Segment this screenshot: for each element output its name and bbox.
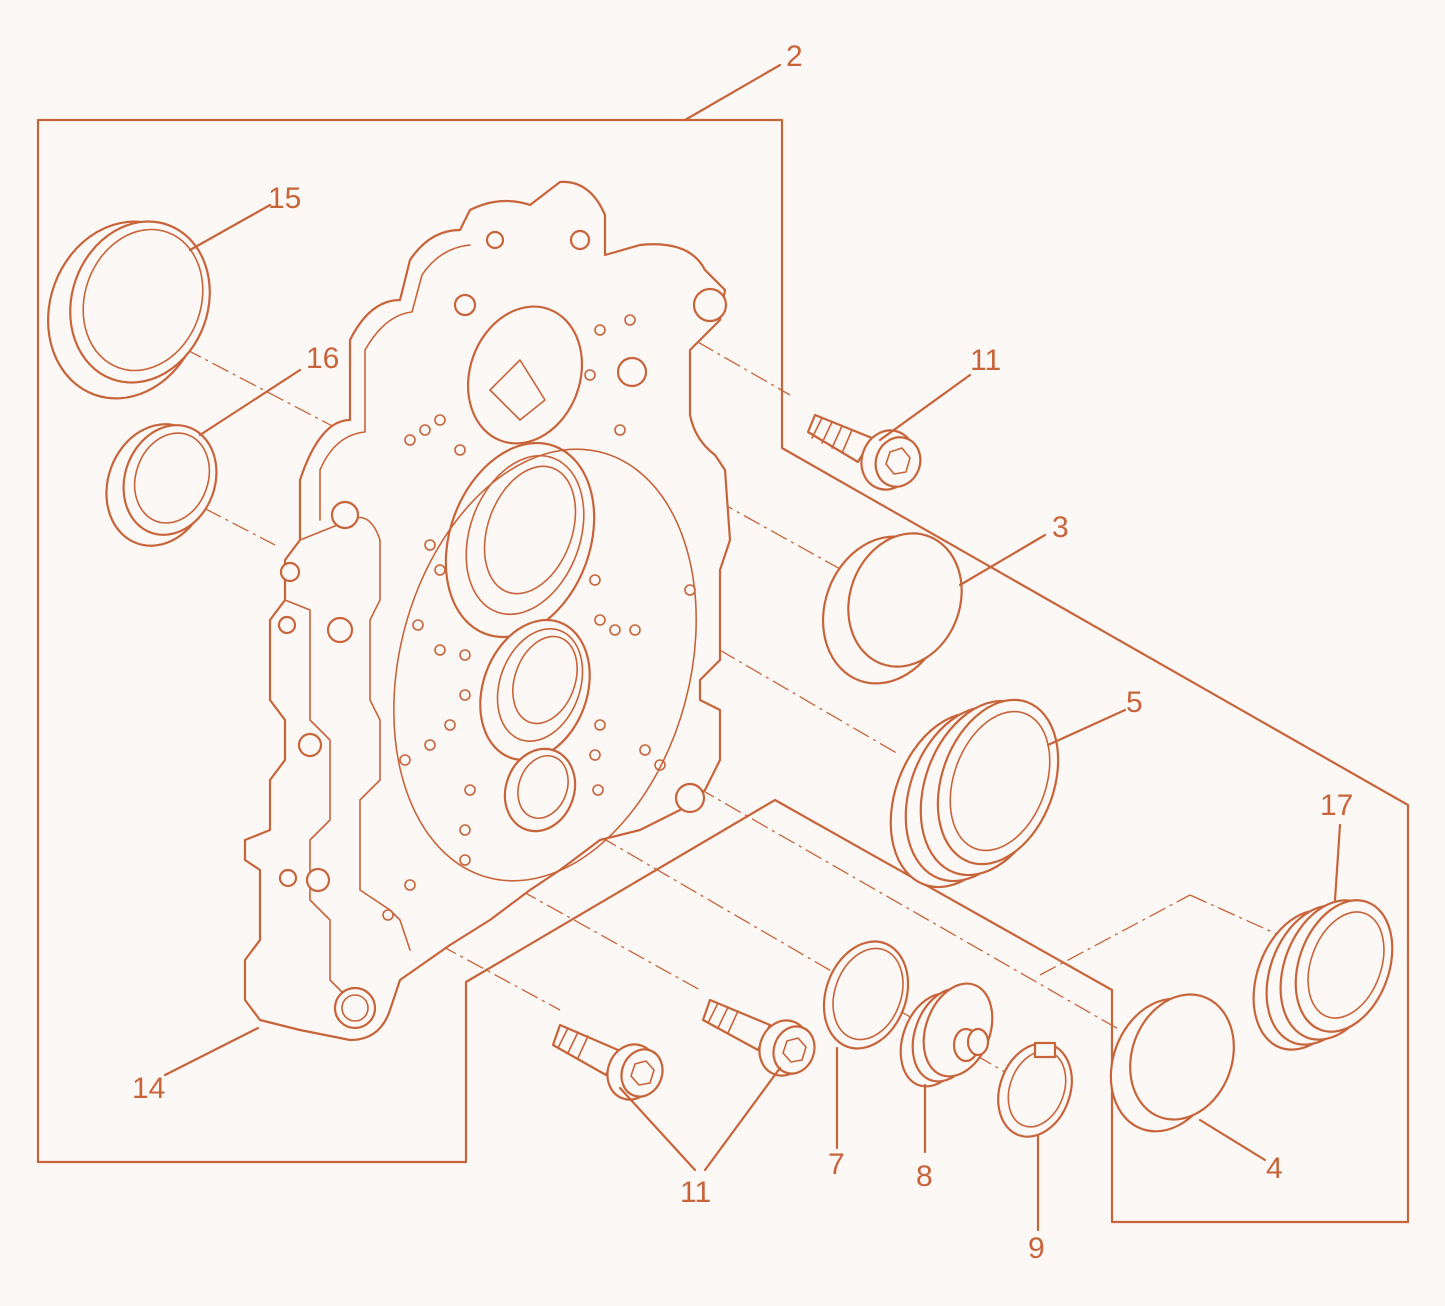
callout-15: 15: [268, 182, 301, 215]
callout-16: 16: [306, 342, 339, 375]
callout-5: 5: [1126, 686, 1143, 719]
callout-labels: 2 15 16 11 3 5 17 14 4 7 8 9 11: [132, 40, 1353, 1265]
callout-7: 7: [828, 1148, 845, 1181]
housing-plate: [243, 180, 732, 1042]
part-8-piston: [899, 982, 994, 1088]
callout-11-upper: 11: [970, 344, 1001, 377]
part-3-cover-cap: [821, 532, 963, 685]
callout-9: 9: [1028, 1232, 1045, 1265]
leader-lines: [163, 63, 1342, 1232]
part-5-threaded-sleeve: [889, 698, 1060, 889]
part-7-o-ring: [822, 940, 910, 1050]
callout-3: 3: [1052, 511, 1069, 544]
part-15-bearing-ring: [46, 220, 211, 400]
part-11-bolt-upper: [806, 413, 922, 491]
callout-14: 14: [132, 1072, 165, 1105]
part-17-threaded-sleeve: [1252, 899, 1394, 1051]
part-11-bolt-lower-left: [551, 1023, 664, 1101]
part-9-snap-ring: [997, 1041, 1073, 1138]
callout-2: 2: [786, 40, 803, 73]
callout-17: 17: [1320, 789, 1353, 822]
group-outline-part-2: [36, 118, 1410, 1224]
callout-4: 4: [1266, 1152, 1283, 1185]
part-4-cover-cap: [1109, 993, 1235, 1133]
callout-11-lower: 11: [680, 1176, 711, 1209]
part-16-bearing-ring: [105, 423, 218, 547]
part-11-bolt-lower-right: [701, 998, 816, 1077]
callout-8: 8: [916, 1160, 933, 1193]
